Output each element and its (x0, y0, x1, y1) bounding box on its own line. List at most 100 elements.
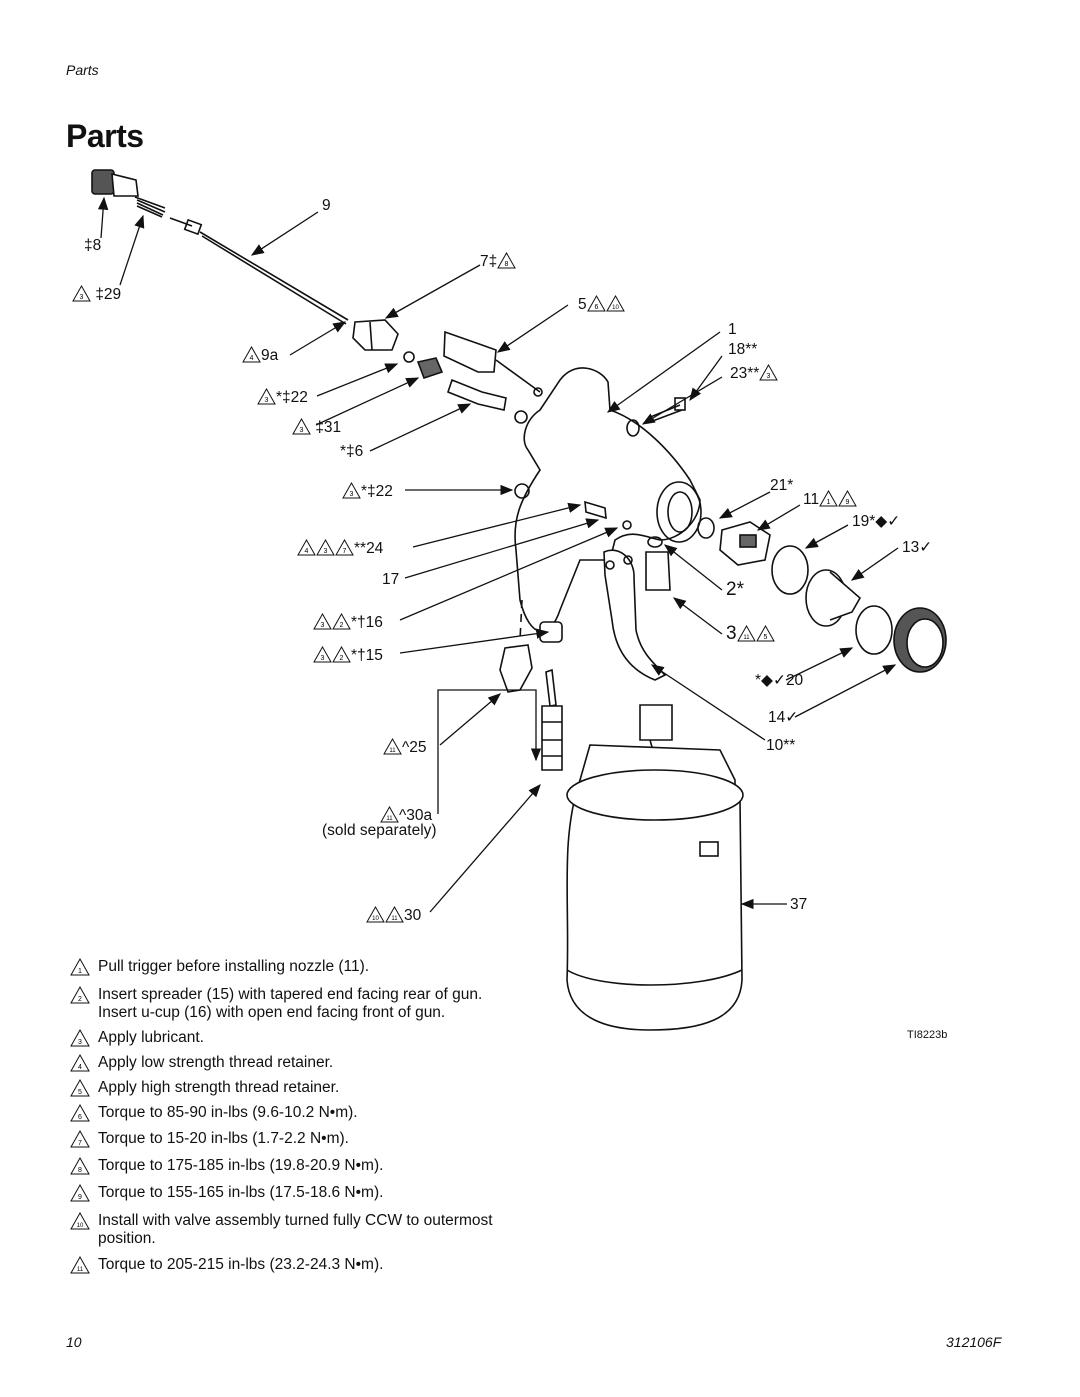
callout-25: 11 ^25 (383, 737, 427, 756)
note-text-continued: position. (98, 1230, 156, 1247)
note-text: Apply lubricant. (98, 1029, 204, 1046)
note-text: Torque to 205-215 in-lbs (23.2-24.3 N•m)… (98, 1256, 384, 1273)
triangle-number: 11 (389, 748, 396, 754)
callout-label: 30 (404, 907, 422, 924)
seal-21-part (697, 517, 715, 539)
page-title: Parts (66, 118, 144, 154)
triangle-number: 8 (505, 261, 509, 268)
note-number: 1 (78, 968, 82, 975)
callout-2: 2* (726, 580, 744, 599)
callout-31: 3 ‡31 (292, 417, 342, 436)
seal-16-part (622, 520, 632, 530)
note-number: 2 (78, 996, 82, 1003)
note-number: 5 (78, 1089, 82, 1096)
warning-triangle-icon: 3 (313, 612, 332, 631)
warning-triangle-icon: 3 (759, 363, 779, 382)
retaining-ring-14-part (893, 607, 947, 673)
callout-label: 1 (728, 321, 737, 338)
nozzle-11-part (719, 521, 771, 566)
callout-label: 7‡ (480, 253, 498, 270)
warning-triangle-icon: 2 (332, 612, 351, 631)
callout-1: 1 (728, 322, 737, 338)
callout-label: ‡31 (315, 419, 342, 436)
oring-22b-part (514, 410, 528, 424)
callout-30a: 11^30a (380, 805, 432, 824)
callout-10: 10** (766, 738, 795, 754)
note-number: 11 (77, 1267, 84, 1273)
warning-triangle-icon: 6 (70, 1104, 90, 1122)
figure-reference: TI8223b (907, 1029, 948, 1041)
warning-triangle-icon: 2 (332, 645, 351, 664)
piston-6-part (447, 378, 507, 411)
triangle-number: 2 (340, 655, 344, 662)
warning-triangle-icon: 3 (72, 284, 91, 303)
callout-16: 3 2 *†16 (313, 612, 383, 631)
page-number: 10 (66, 1334, 82, 1350)
fitting-2-part (645, 536, 671, 591)
callout-13: 13✓ (902, 540, 932, 556)
callout-label: *◆✓20 (755, 672, 804, 689)
warning-triangle-icon: 2 (70, 986, 90, 1004)
warning-triangle-icon: 6 (586, 294, 606, 313)
callout-23: 23**3 (730, 363, 779, 382)
callout-label: 2* (726, 579, 744, 600)
triangle-number: 6 (594, 304, 598, 311)
fitting-8-part (91, 169, 139, 197)
oring-22-part (403, 351, 415, 363)
warning-triangle-icon: 1 (70, 958, 90, 976)
cup-37-part (566, 704, 744, 1031)
triangle-number: 2 (340, 622, 344, 629)
warning-triangle-icon: 10 (605, 294, 625, 313)
running-header: Parts (66, 62, 99, 78)
gasket-19-part (771, 545, 809, 595)
triangle-number: 11 (391, 916, 398, 922)
warning-triangle-icon: 11 (70, 1256, 90, 1274)
callout-29: 3 ‡29 (72, 284, 121, 303)
callout-22a: 3*‡22 (257, 387, 308, 406)
callout-label: ‡8 (84, 237, 102, 254)
triangle-number: 3 (300, 427, 304, 434)
triangle-number: 11 (743, 635, 750, 641)
callout-label: *‡22 (361, 483, 393, 500)
callout-30a-note: (sold separately) (322, 823, 437, 839)
callout-label: ^25 (402, 739, 427, 756)
note-text: Apply low strength thread retainer. (98, 1054, 334, 1071)
note-number: 4 (78, 1064, 82, 1071)
warning-triangle-icon: 9 (838, 489, 857, 508)
warning-triangle-icon: 11 (380, 805, 399, 824)
triangle-number: 3 (324, 548, 328, 555)
callout-label: *†16 (351, 614, 383, 631)
note-number: 9 (78, 1194, 82, 1201)
callout-15: 3 2 *†15 (313, 645, 383, 664)
note-number: 6 (78, 1114, 82, 1121)
note-text: Torque to 155-165 in-lbs (17.5-18.6 N•m)… (98, 1184, 384, 1201)
warning-triangle-icon: 4 (70, 1054, 90, 1072)
callout-7: 7‡ 8 (480, 251, 517, 270)
callout-label: **24 (354, 540, 384, 557)
callout-label: 37 (790, 896, 808, 913)
callout-label: 14✓ (768, 709, 799, 726)
warning-triangle-icon: 10 (70, 1212, 90, 1230)
triangle-number: 10 (372, 916, 379, 922)
triangle-number: 3 (321, 655, 325, 662)
callout-label: 11 (803, 491, 820, 508)
nut-9a-part (352, 319, 399, 351)
callout-label: *†15 (351, 647, 383, 664)
note-text: Insert spreader (15) with tapered end fa… (98, 986, 483, 1003)
packing-31-part (416, 357, 444, 380)
seal-23-part (626, 419, 640, 437)
note-text-continued: Insert u-cup (16) with open end facing f… (98, 1004, 446, 1021)
document-number: 312106F (946, 1334, 1002, 1350)
callout-label: *‡6 (340, 443, 364, 460)
warning-triangle-icon: 3 (316, 538, 335, 557)
callout-20: *◆✓20 (755, 673, 803, 689)
callout-37: 37 (790, 897, 807, 913)
air-cap-13-part (805, 569, 862, 627)
triangle-number: 3 (80, 294, 84, 301)
note-text: Torque to 85-90 in-lbs (9.6-10.2 N•m). (98, 1104, 358, 1121)
spring-29-part (134, 196, 166, 218)
callout-label: (sold separately) (322, 822, 437, 839)
